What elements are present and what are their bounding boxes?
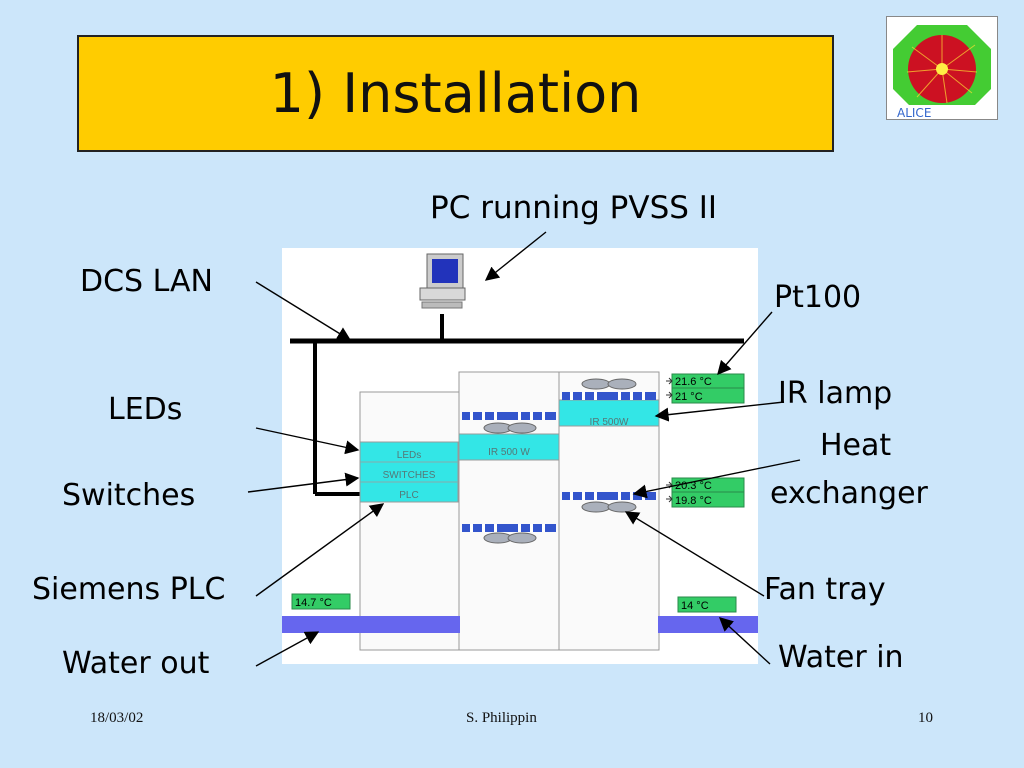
temp-t2: 21 °C	[675, 391, 703, 403]
temp-t4: 19.8 °C	[675, 495, 712, 507]
alice-logo: ALICE	[886, 16, 998, 120]
label-heat: Heat	[820, 428, 892, 463]
diagram-panel: LEDs SWITCHES PLC IR 500 W IR 500W 21.6 …	[282, 248, 758, 664]
label-pt100: Pt100	[774, 280, 862, 315]
label-leds: LEDs	[108, 392, 183, 427]
label-water-in: Water in	[778, 640, 904, 675]
rack-switches-text: SWITCHES	[383, 470, 436, 481]
svg-text:ALICE: ALICE	[897, 106, 931, 119]
label-fan-tray: Fan tray	[764, 572, 886, 607]
footer-author: S. Philippin	[466, 710, 537, 726]
label-ir-lamp: IR lamp	[778, 376, 893, 411]
rack-leds-text: LEDs	[397, 450, 421, 461]
computer-icon	[419, 253, 466, 309]
temp-t3: 20.3 °C	[675, 480, 712, 492]
label-exchanger: exchanger	[770, 476, 928, 511]
footer-page-number: 10	[918, 710, 933, 726]
rack-plc-text: PLC	[399, 490, 418, 501]
title-box: 1) Installation	[77, 35, 834, 152]
label-water-out: Water out	[62, 646, 210, 681]
temp-water-in: 14 °C	[681, 600, 709, 612]
rack-diagram: LEDs SWITCHES PLC IR 500 W IR 500W 21.6 …	[282, 253, 758, 651]
temp-water-out: 14.7 °C	[295, 597, 332, 609]
rack-ir2-text: IR 500W	[590, 417, 629, 428]
rack-ir1-text: IR 500 W	[488, 447, 530, 458]
label-switches: Switches	[62, 478, 196, 513]
temp-t1: 21.6 °C	[675, 376, 712, 388]
slide-title: 1) Installation	[269, 62, 642, 125]
label-dcs-lan: DCS LAN	[80, 264, 213, 299]
label-siemens-plc: Siemens PLC	[32, 572, 226, 607]
label-pc: PC running PVSS II	[430, 190, 718, 226]
footer-date: 18/03/02	[90, 710, 144, 726]
